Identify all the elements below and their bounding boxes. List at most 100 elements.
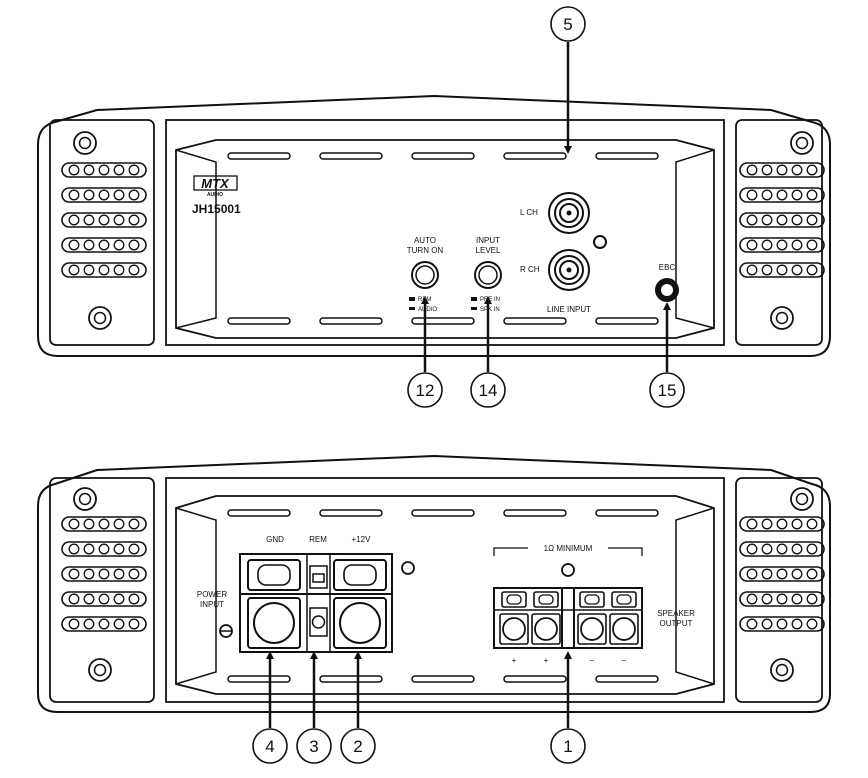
logo-sub: AUDIO [207, 192, 223, 198]
callout-15-number: 15 [658, 381, 677, 400]
callout-5-number: 5 [563, 15, 572, 34]
fin-hole [83, 264, 95, 276]
speaker-output-label-1: SPEAKER [657, 609, 695, 618]
auto-turn-on-switch[interactable] [411, 261, 439, 289]
callout-4: 4 [252, 651, 288, 764]
fin-hole [776, 214, 788, 226]
vent-slot [503, 675, 567, 683]
screw-icon [561, 563, 575, 577]
polarity-plus-1: + [512, 656, 517, 665]
fin-row [61, 262, 147, 278]
rem-terminal[interactable] [309, 565, 328, 637]
ebc-label: EBC [659, 263, 676, 272]
vent-slot [319, 317, 383, 325]
vent-slot [503, 152, 567, 160]
audio-indicator-icon [409, 307, 415, 310]
fin-hole [98, 518, 110, 530]
fin-hole [806, 518, 818, 530]
model-name: JH15001 [192, 202, 241, 216]
bottom-vent-slots [227, 509, 659, 683]
lch-label: L CH [520, 208, 538, 217]
logo-brand: MTX [201, 176, 230, 191]
minimum-label: 1Ω MINIMUM [544, 544, 593, 553]
fin-hole [746, 543, 758, 555]
gnd-terminal[interactable] [247, 559, 301, 649]
fin-row [739, 516, 825, 532]
fin-hole [113, 593, 125, 605]
fin-hole [113, 543, 125, 555]
fin-hole [128, 214, 140, 226]
fin-hole [776, 164, 788, 176]
fin-row [739, 187, 825, 203]
auto-opt-audio: AUDIO [418, 307, 437, 313]
fin-hole [83, 543, 95, 555]
input-opt-pre-in: PRE IN [480, 297, 500, 303]
fin-hole [806, 264, 818, 276]
fin-hole [791, 593, 803, 605]
fin-hole [746, 618, 758, 630]
vent-slot [227, 317, 291, 325]
fin-hole [791, 189, 803, 201]
pre-in-indicator-icon [471, 297, 477, 301]
ebc-port[interactable] [655, 278, 679, 302]
input-opt-spk-in: SPK IN [480, 307, 500, 313]
fin-hole [746, 214, 758, 226]
fin-hole [83, 593, 95, 605]
rem-indicator-icon [409, 297, 415, 301]
vent-slot [319, 675, 383, 683]
fin-hole [776, 568, 788, 580]
plus12v-label: +12V [352, 535, 372, 544]
plus12v-terminal[interactable] [333, 559, 387, 649]
rch-rca-jack[interactable] [548, 249, 590, 291]
fin-row [739, 616, 825, 632]
speaker-terminal[interactable] [577, 591, 607, 645]
speaker-terminal[interactable] [499, 591, 529, 645]
fin-row [739, 212, 825, 228]
top-right-fins [739, 162, 825, 278]
speaker-terminal[interactable] [609, 591, 639, 645]
top-left-heatsink [49, 119, 155, 346]
vent-slot [411, 152, 475, 160]
fin-row [61, 212, 147, 228]
power-input-label-1: POWER [197, 590, 227, 599]
power-terminal-block [239, 553, 393, 653]
top-bezel-edges [175, 149, 715, 329]
power-screw-icon [219, 624, 233, 638]
callout-1: 1 [550, 651, 586, 764]
fin-hole [761, 568, 773, 580]
fin-hole [746, 593, 758, 605]
fin-hole [113, 568, 125, 580]
fin-hole [791, 568, 803, 580]
fin-row [61, 541, 147, 557]
fin-row [61, 591, 147, 607]
fin-hole [791, 264, 803, 276]
fin-hole [806, 618, 818, 630]
fin-hole [68, 568, 80, 580]
fin-hole [113, 189, 125, 201]
callout-2-number: 2 [353, 737, 362, 756]
callout-3-number: 3 [309, 737, 318, 756]
input-level-label-2: LEVEL [476, 246, 501, 255]
top-right-screws [770, 131, 814, 330]
callout-2: 2 [340, 651, 376, 764]
lch-rca-jack[interactable] [548, 192, 590, 234]
fin-hole [776, 264, 788, 276]
fin-hole [806, 239, 818, 251]
bottom-bezel-edges [175, 507, 715, 685]
fin-hole [128, 189, 140, 201]
fin-hole [791, 618, 803, 630]
fin-hole [776, 239, 788, 251]
fin-hole [776, 543, 788, 555]
input-level-switch[interactable] [474, 261, 502, 289]
vent-slot [319, 509, 383, 517]
fin-hole [746, 189, 758, 201]
fin-hole [776, 189, 788, 201]
top-center-panel [165, 119, 725, 346]
vent-slot [227, 675, 291, 683]
speaker-terminal[interactable] [531, 591, 561, 645]
polarity-minus-1: – [590, 656, 595, 665]
fin-hole [128, 518, 140, 530]
fin-hole [98, 214, 110, 226]
fin-hole [68, 518, 80, 530]
